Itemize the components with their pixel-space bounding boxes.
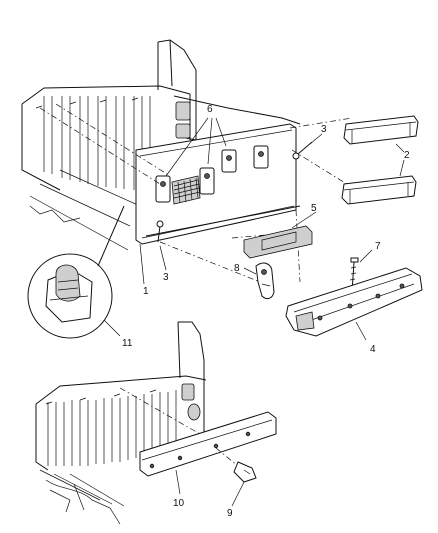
rivet-fastener [233, 461, 257, 483]
tailgate-panel [135, 123, 301, 245]
tailgate-handle [243, 225, 313, 259]
bolt-upper [292, 141, 313, 160]
top-rail-cap [139, 411, 277, 477]
detail-inset [27, 205, 125, 339]
callout-leaders [103, 117, 405, 507]
callout-6: 6 [207, 104, 213, 115]
guide-line-lower [119, 387, 201, 435]
callout-3-upper: 3 [321, 124, 327, 135]
callout-10: 10 [173, 498, 185, 509]
truck-bed-upper [21, 39, 301, 251]
callout-2: 2 [404, 150, 410, 161]
callout-8: 8 [234, 263, 240, 274]
callout-3-lower: 3 [163, 272, 169, 283]
callout-5: 5 [311, 203, 317, 214]
callout-9: 9 [227, 508, 233, 519]
truck-bed-lower [35, 321, 207, 525]
rail-cap-upper [343, 115, 419, 145]
callout-11: 11 [122, 338, 133, 349]
callout-labels: 1 2 3 3 4 5 6 7 8 9 10 11 [122, 104, 410, 519]
guide-line-fastener [215, 447, 239, 467]
rail-cap-lower [341, 175, 417, 205]
callout-4: 4 [370, 344, 376, 355]
bolt-lower [156, 220, 164, 243]
tailgate-rail-cover [285, 267, 423, 337]
retaining-clip [255, 262, 275, 300]
callout-7: 7 [375, 241, 381, 252]
callout-1: 1 [143, 286, 149, 297]
